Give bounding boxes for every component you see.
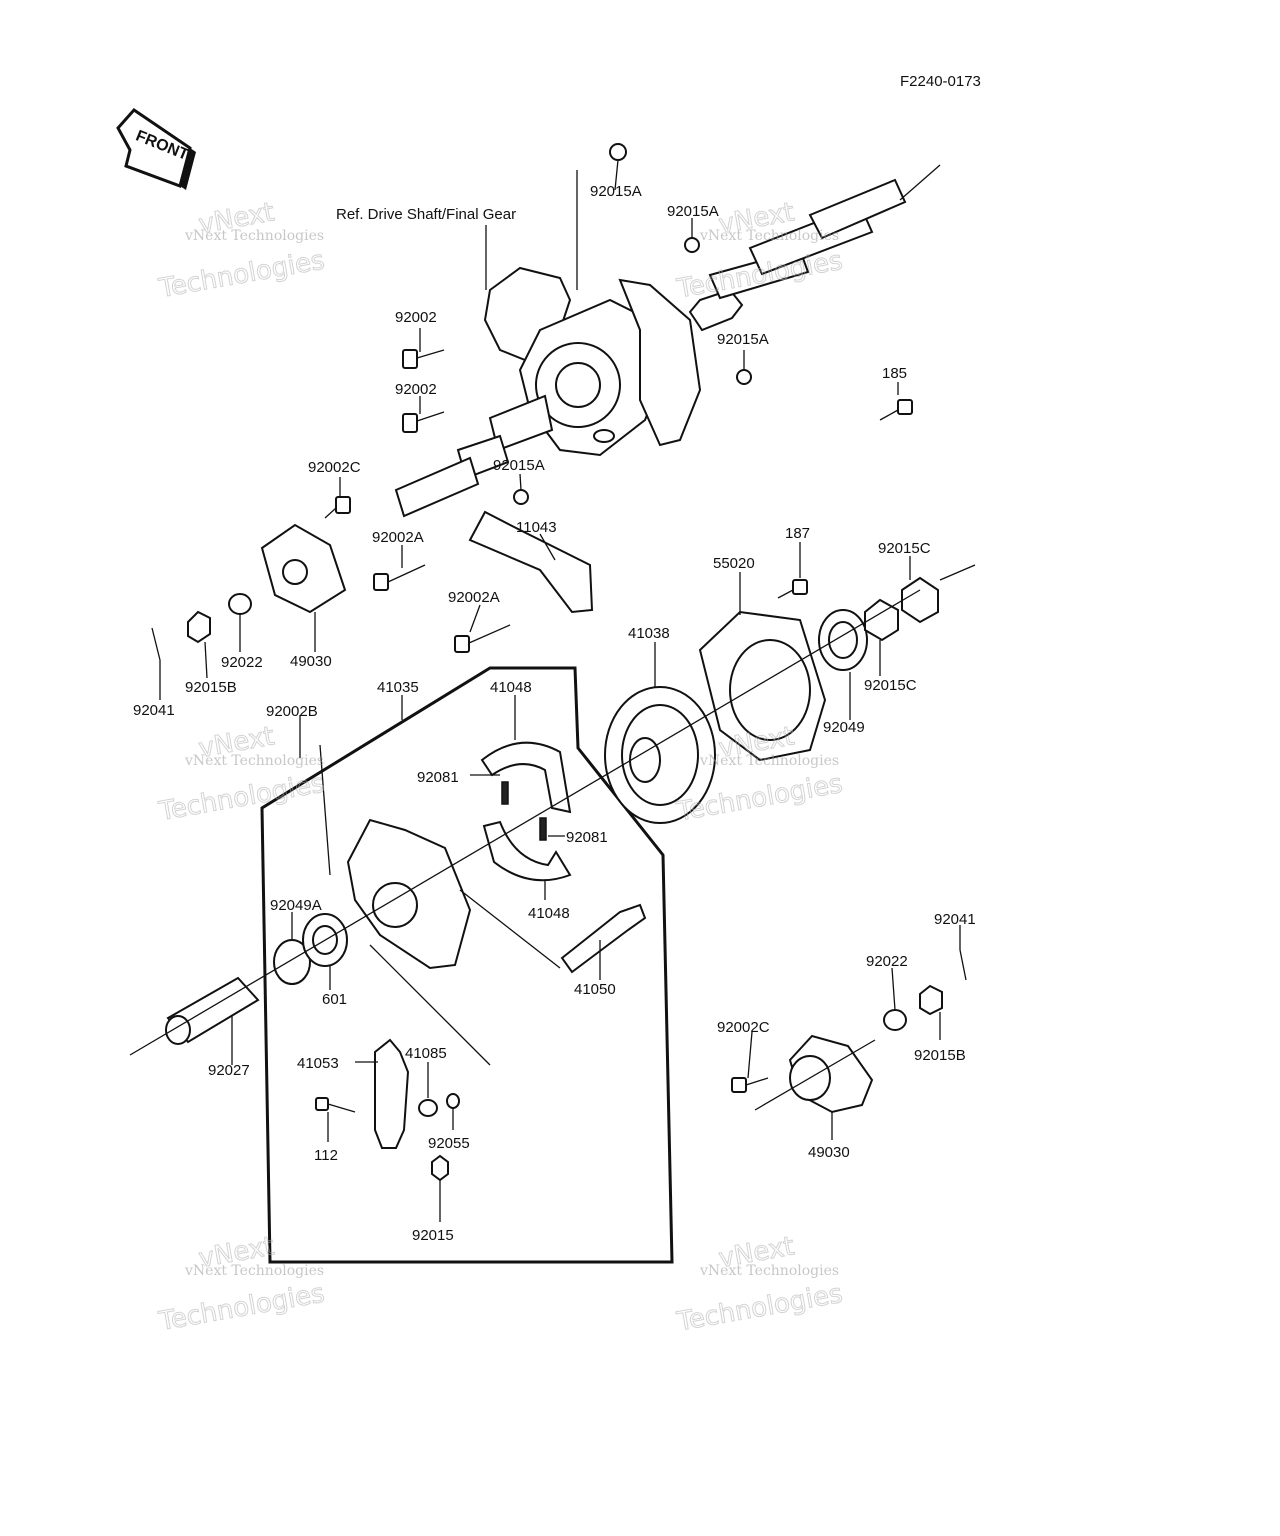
bolt-92002-2 xyxy=(402,411,445,433)
watermark-small: vNext Technologies xyxy=(699,753,839,769)
callout-41048: 41048 xyxy=(490,679,532,696)
callout-185: 185 xyxy=(882,365,907,382)
watermark-small: vNext Technologies xyxy=(699,228,839,244)
nut-92015A-3 xyxy=(736,369,752,385)
callout-92081: 92081 xyxy=(566,829,608,846)
watermark-small: vNext Technologies xyxy=(184,753,324,769)
pin-92041-right xyxy=(959,949,967,981)
callout-labels: 92015A 92015A 92015A 92015A 185 92002 92… xyxy=(133,183,976,1244)
watermark-big-line2: Technologies xyxy=(156,769,327,828)
hub-49030-right xyxy=(788,1034,874,1114)
bolt-92002C-right xyxy=(731,1077,769,1093)
final-gear-housing xyxy=(483,266,702,457)
callout-92002C: 92002C xyxy=(717,1019,770,1036)
callout-92002C: 92002C xyxy=(308,459,361,476)
brake-cam-41050 xyxy=(560,903,647,974)
bolt-92002C-left xyxy=(324,496,351,519)
callout-92041: 92041 xyxy=(133,702,175,719)
watermark-small: vNext Technologies xyxy=(699,1263,839,1279)
callout-41053: 41053 xyxy=(297,1055,339,1072)
brake-shoe-41048-top xyxy=(480,741,572,814)
brake-lever-41053 xyxy=(374,1038,410,1149)
bolt-187 xyxy=(777,579,808,599)
bolt-92002A-2 xyxy=(454,624,511,653)
callout-41035: 41035 xyxy=(377,679,419,696)
callout-49030: 49030 xyxy=(808,1144,850,1161)
front-arrow-icon: FRONT xyxy=(116,108,196,190)
washer-92022-left xyxy=(228,593,252,615)
nut-92015C-1 xyxy=(864,598,899,642)
callout-92027: 92027 xyxy=(208,1062,250,1079)
callout-41050: 41050 xyxy=(574,981,616,998)
bolt-112 xyxy=(315,1097,356,1113)
watermark-big-line2: Technologies xyxy=(156,246,327,305)
callout-55020: 55020 xyxy=(713,555,755,572)
leader-lines xyxy=(159,159,961,1222)
callout-92015: 92015 xyxy=(412,1227,454,1244)
nut-92015B-left xyxy=(187,610,211,644)
cover-55020 xyxy=(698,610,827,762)
bolt-92002-1 xyxy=(402,349,445,369)
bolt-92002A-1 xyxy=(373,564,426,591)
callout-92015A: 92015A xyxy=(493,457,545,474)
callout-92002A: 92002A xyxy=(448,589,500,606)
callout-92041: 92041 xyxy=(934,911,976,928)
callout-92002A: 92002A xyxy=(372,529,424,546)
ring-92055 xyxy=(446,1093,460,1109)
callout-92015A: 92015A xyxy=(717,331,769,348)
callout-49030: 49030 xyxy=(290,653,332,670)
callout-601: 601 xyxy=(322,991,347,1008)
brake-drum-41038 xyxy=(604,686,716,824)
callout-92002: 92002 xyxy=(395,309,437,326)
watermark-big-line2: Technologies xyxy=(674,1279,845,1338)
callout-112: 112 xyxy=(314,1147,338,1164)
callout-92049: 92049 xyxy=(823,719,865,736)
callout-11043: 11043 xyxy=(516,519,557,536)
watermark-small: vNext Technologies xyxy=(184,1263,324,1279)
nut-92015A-4 xyxy=(513,489,529,505)
pin-92041-left xyxy=(151,627,161,661)
callout-41038: 41038 xyxy=(628,625,670,642)
callout-92015A: 92015A xyxy=(667,203,719,220)
callout-92002: 92002 xyxy=(395,381,437,398)
callout-92002B: 92002B xyxy=(266,703,318,720)
callout-92015C: 92015C xyxy=(878,540,931,557)
bracket-11043 xyxy=(468,510,594,614)
callout-92022: 92022 xyxy=(221,654,263,671)
watermark-small: vNext Technologies xyxy=(184,228,324,244)
hub-49030-left xyxy=(260,523,347,614)
nut-92015 xyxy=(431,1154,449,1182)
nut-92015B-right xyxy=(919,984,943,1016)
callout-92015A: 92015A xyxy=(590,183,642,200)
nut-92015A-top xyxy=(609,143,627,161)
bolt-185 xyxy=(879,399,913,421)
watermark-big-line2: Technologies xyxy=(156,1279,327,1338)
spring-92081-2 xyxy=(539,817,547,841)
spring-92081-1 xyxy=(501,781,509,805)
washer-41085 xyxy=(418,1099,438,1117)
callout-92055: 92055 xyxy=(428,1135,470,1152)
callout-92049A: 92049A xyxy=(270,897,322,914)
brake-panel xyxy=(346,818,472,970)
output-shaft xyxy=(688,178,907,332)
callout-41048: 41048 xyxy=(528,905,570,922)
callout-92015B: 92015B xyxy=(914,1047,966,1064)
callout-187: 187 xyxy=(785,525,810,542)
callout-92015C: 92015C xyxy=(864,677,917,694)
figure-code: F2240-0173 xyxy=(900,73,981,90)
brake-assembly-frame xyxy=(260,666,674,1264)
brake-shoe-41048-bottom xyxy=(482,820,572,882)
callout-92015B: 92015B xyxy=(185,679,237,696)
nut-92015C-2 xyxy=(901,576,939,624)
callout-41085: 41085 xyxy=(405,1045,447,1062)
washer-92022-right xyxy=(883,1009,907,1031)
axis-lines xyxy=(129,164,976,1111)
callout-92081: 92081 xyxy=(417,769,459,786)
reference-label: Ref. Drive Shaft/Final Gear xyxy=(336,206,516,223)
nut-92015A-2 xyxy=(684,237,700,253)
input-shaft xyxy=(394,394,554,518)
callout-92022: 92022 xyxy=(866,953,908,970)
